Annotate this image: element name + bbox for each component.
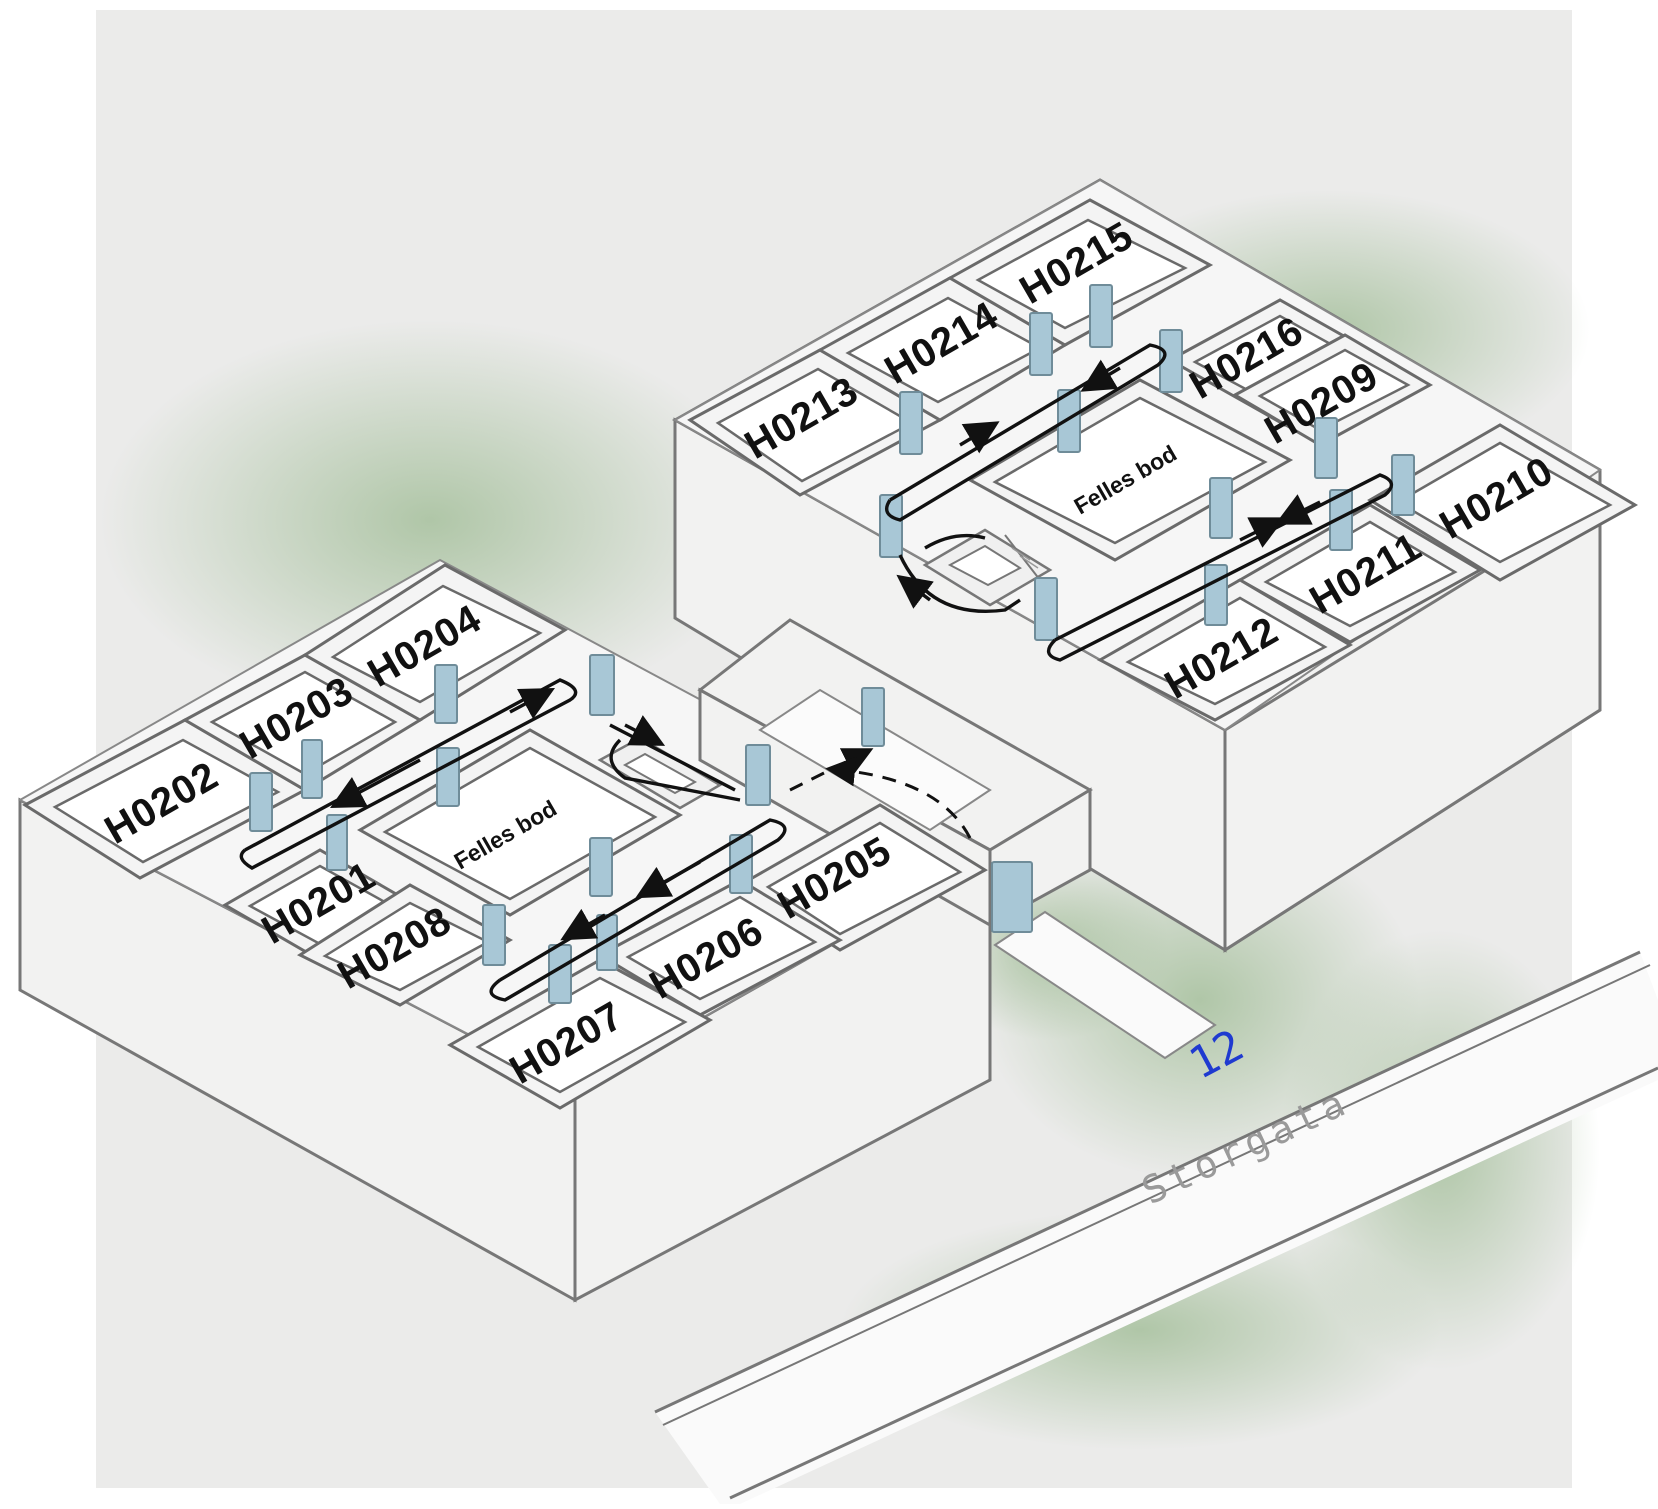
left-room-H0204	[302, 563, 568, 722]
door-icon	[249, 772, 273, 832]
door-icon	[1391, 454, 1415, 516]
door-icon	[1034, 577, 1058, 641]
door-icon	[1209, 477, 1233, 539]
right-stairwell	[922, 528, 1053, 607]
left-room-H0208	[296, 883, 514, 1007]
door-icon	[1329, 489, 1353, 551]
door-icon	[589, 654, 615, 716]
door-icon	[589, 837, 613, 897]
door-icon	[1057, 389, 1081, 453]
door-icon	[861, 687, 885, 747]
door-icon	[899, 391, 923, 455]
door-icon	[879, 494, 903, 558]
door-icon	[301, 739, 323, 799]
door-icon	[434, 664, 458, 724]
door-icon	[1204, 564, 1228, 626]
left-room-H0206	[596, 878, 844, 1017]
door-icon	[991, 861, 1033, 933]
door-icon	[729, 834, 753, 894]
right-common-storage	[966, 378, 1294, 562]
left-room-H0202	[22, 718, 309, 880]
door-icon	[326, 814, 348, 871]
right-room-H0215	[946, 198, 1214, 347]
right-route	[885, 343, 1394, 662]
door-icon	[1089, 284, 1113, 348]
door-icon	[1314, 417, 1338, 479]
street	[654, 950, 1658, 1504]
right-room-H0209	[1231, 333, 1434, 447]
left-room-H0203	[181, 653, 423, 792]
doors	[249, 284, 1415, 1004]
door-icon	[745, 744, 771, 806]
door-icon	[1029, 312, 1053, 376]
left-route	[239, 678, 972, 1002]
right-room-H0212	[1096, 578, 1354, 722]
door-icon	[482, 904, 506, 966]
right-room-H0210	[1367, 423, 1639, 582]
left-common-storage	[357, 728, 683, 917]
left-room-H0207	[446, 958, 714, 1110]
door-icon	[436, 747, 460, 807]
